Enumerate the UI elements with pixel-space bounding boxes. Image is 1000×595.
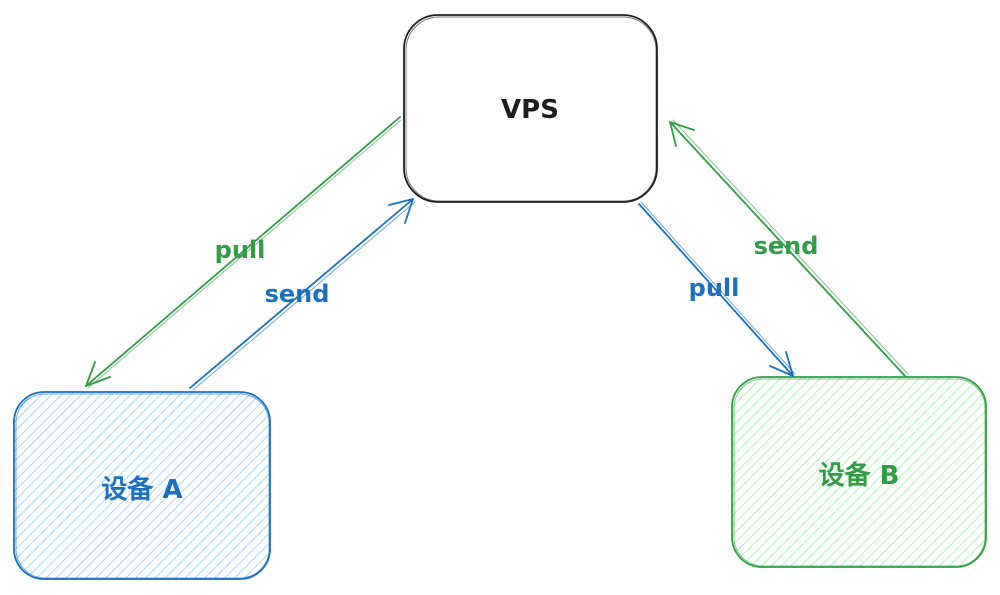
edge-b-send: send xyxy=(669,119,909,377)
edge-a-send-label: send xyxy=(265,280,330,308)
arrowhead-icon xyxy=(769,351,794,377)
arrowhead-icon xyxy=(85,361,111,387)
device-a-label: 设备 A xyxy=(101,475,182,505)
arrowhead-icon xyxy=(669,121,695,147)
vps-label: VPS xyxy=(501,95,559,125)
edge-b-pull-label: pull xyxy=(689,274,740,302)
edge-a-send: send xyxy=(189,198,416,391)
device-a-node: 设备 A xyxy=(13,391,271,580)
device-b-node: 设备 B xyxy=(731,376,987,568)
edge-a-pull: pull xyxy=(85,116,402,389)
edge-b-pull: pull xyxy=(638,201,796,377)
edge-b-send-label: send xyxy=(754,232,819,260)
edge-a-pull-label: pull xyxy=(215,236,266,264)
device-b-label: 设备 B xyxy=(819,461,900,491)
arrowhead-icon xyxy=(388,198,414,224)
vps-node: VPS xyxy=(403,14,658,203)
